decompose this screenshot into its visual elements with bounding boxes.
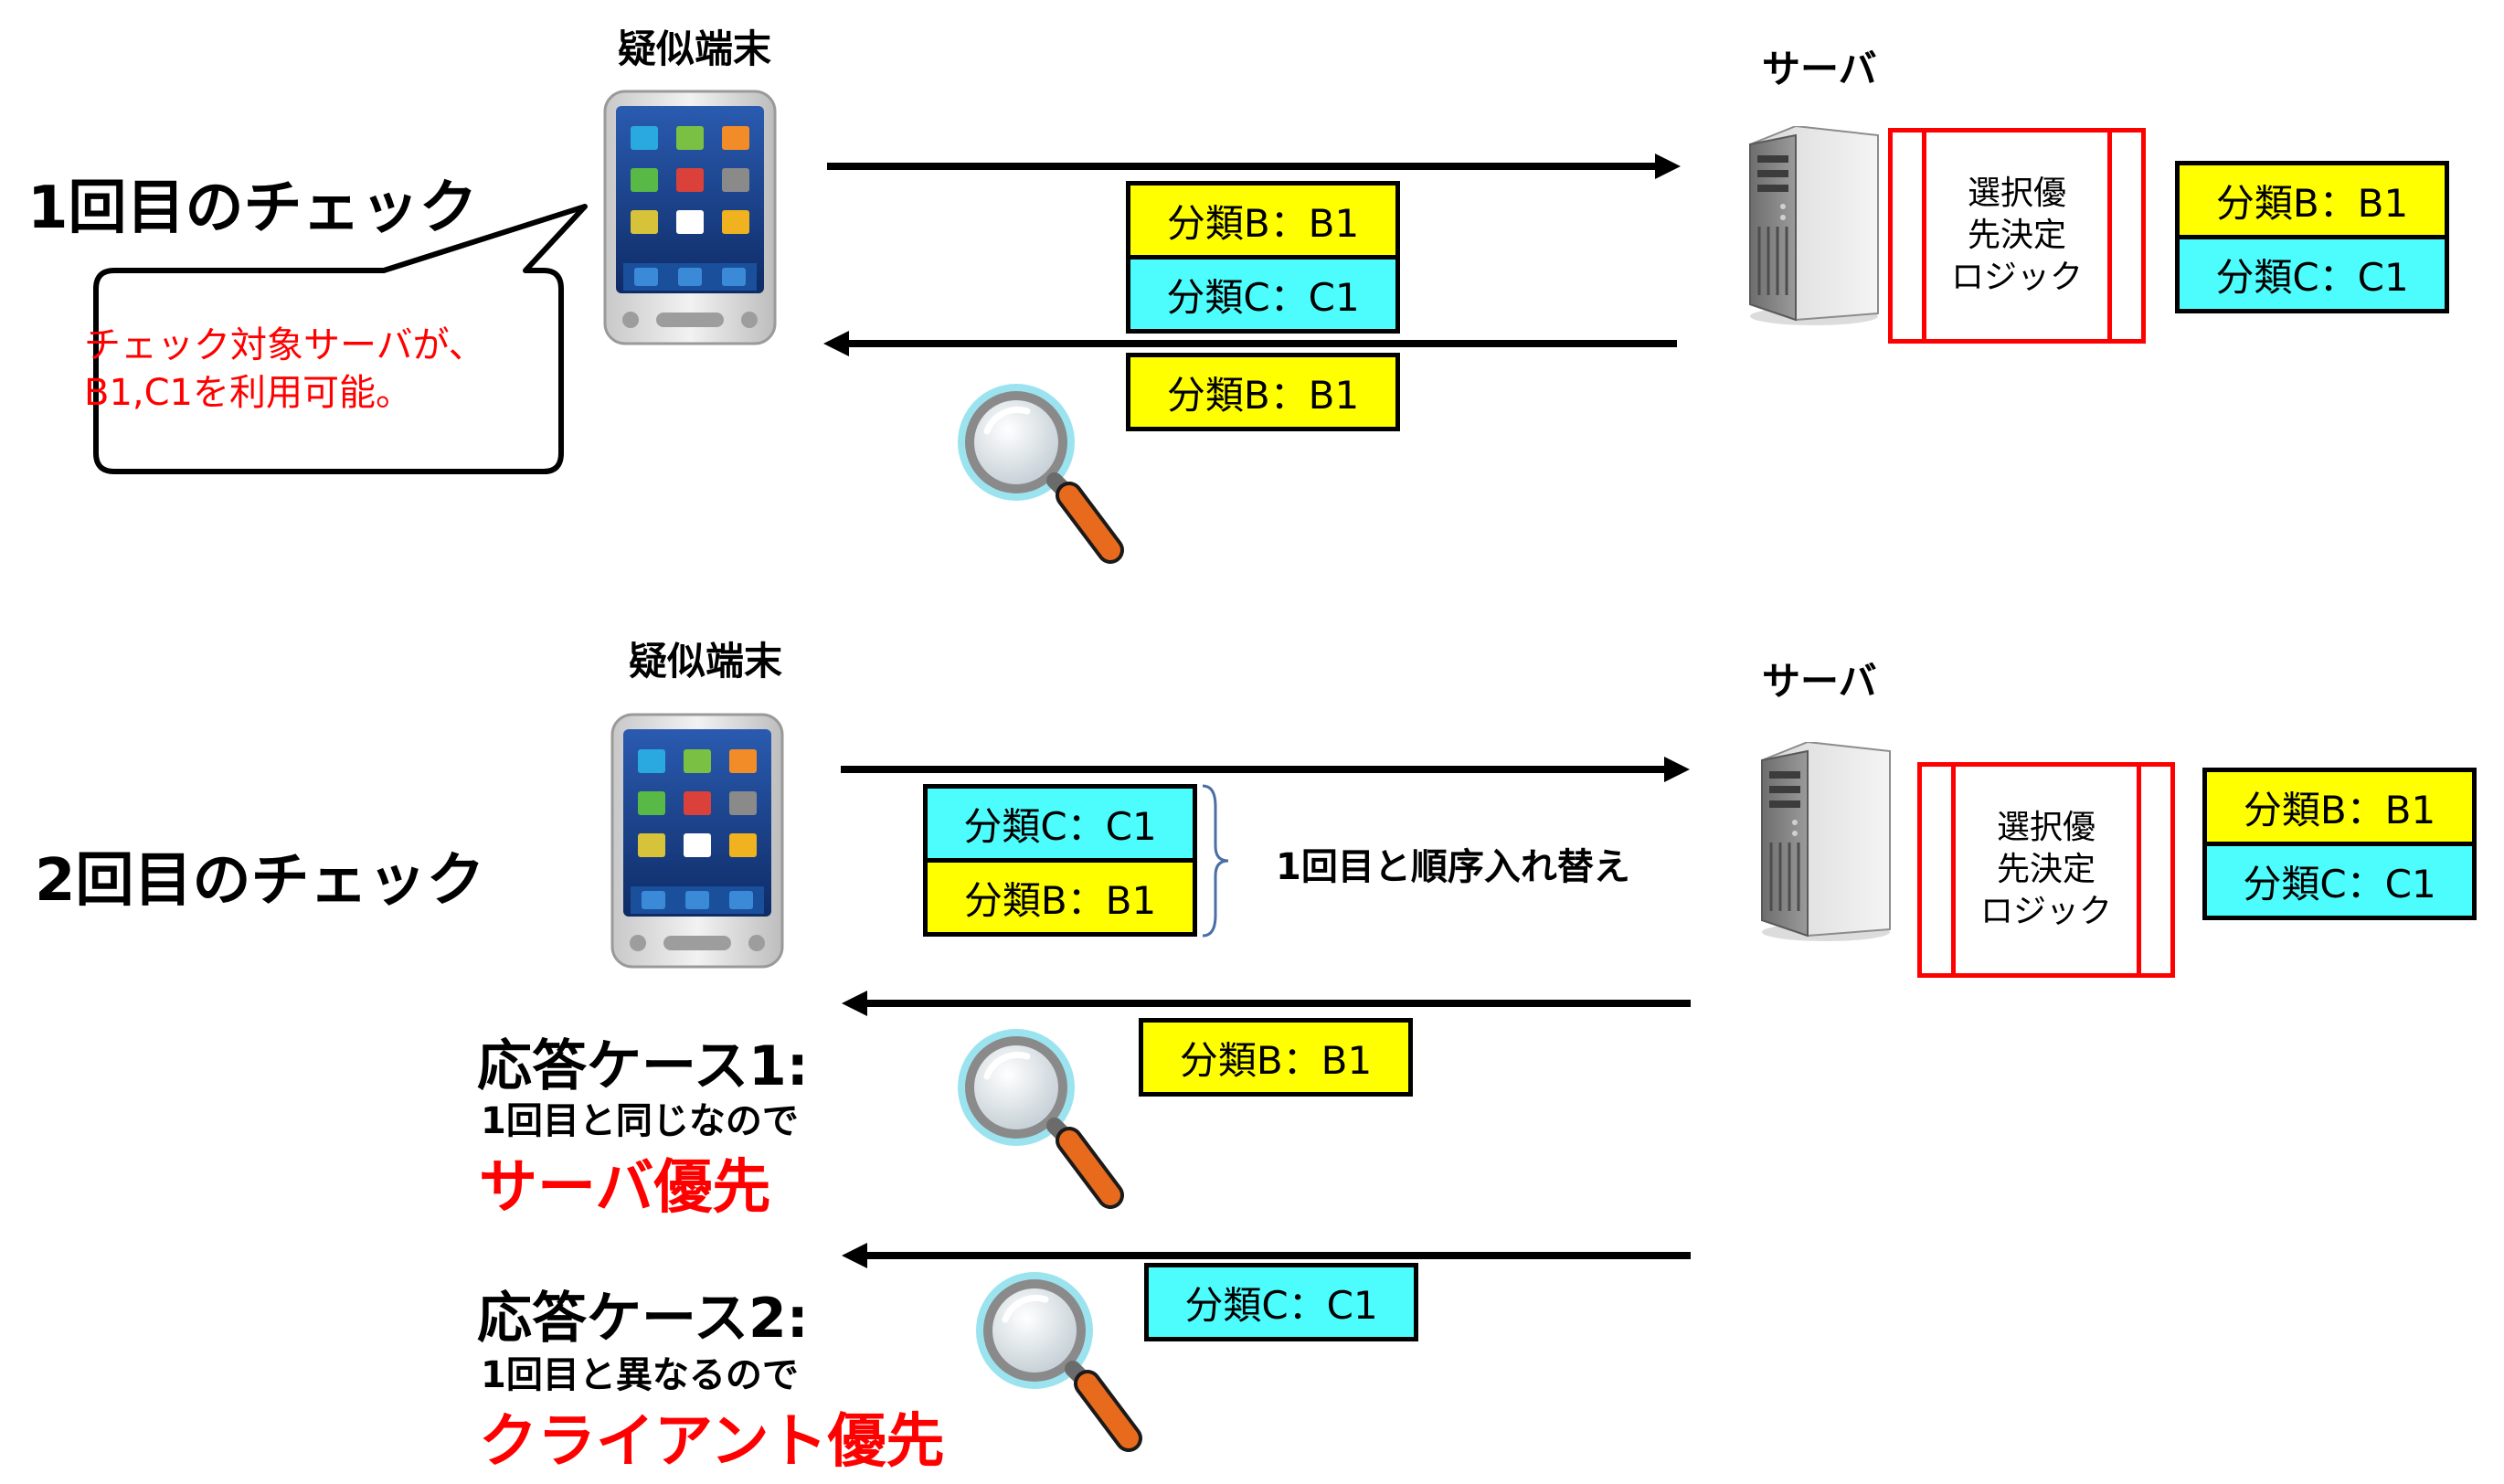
reorder-brace bbox=[1202, 784, 1229, 938]
case2-result: クライアント優先 bbox=[479, 1408, 945, 1476]
logic-line: 選択優 bbox=[1996, 809, 2096, 846]
logic-line: 選択優 bbox=[1967, 175, 2066, 212]
case1-description: 1回目と同じなので bbox=[481, 1100, 799, 1142]
response-item: 分類B：B1 bbox=[1126, 353, 1400, 431]
magnifier-icon bbox=[969, 1265, 1142, 1457]
reorder-note: 1回目と順序入れ替え bbox=[1276, 846, 1630, 888]
server-item: 分類B：B1 bbox=[2202, 768, 2477, 846]
request-item: 分類B：B1 bbox=[1126, 181, 1400, 260]
response-arrow bbox=[823, 331, 1677, 356]
server-item: 分類C：C1 bbox=[2175, 235, 2449, 313]
case2-description: 1回目と異なるので bbox=[481, 1354, 799, 1396]
smartphone-icon bbox=[610, 713, 784, 969]
selection-logic-box: 選択優 先決定 ロジック bbox=[1888, 128, 2146, 344]
check1-title: 1回目のチェック bbox=[27, 175, 478, 242]
response-arrow bbox=[842, 991, 1691, 1016]
server-tower-icon bbox=[1741, 126, 1887, 327]
speech-callout bbox=[93, 204, 588, 474]
smartphone-icon bbox=[603, 90, 777, 345]
logic-line: ロジック bbox=[1979, 893, 2112, 930]
check1-device-label: 疑似端末 bbox=[618, 26, 772, 71]
logic-line: 先決定 bbox=[1996, 851, 2096, 888]
check1-server-label: サーバ bbox=[1762, 47, 1877, 91]
request-arrow bbox=[827, 154, 1681, 179]
logic-line: 先決定 bbox=[1967, 217, 2066, 254]
case2-heading: 応答ケース2: bbox=[477, 1287, 809, 1351]
magnifier-icon bbox=[950, 1022, 1124, 1214]
callout-line: チェック対象サーバが、 bbox=[84, 324, 485, 366]
magnifier-icon bbox=[950, 376, 1124, 568]
request-item: 分類C：C1 bbox=[923, 784, 1197, 863]
response-arrow bbox=[842, 1243, 1691, 1268]
server-item: 分類C：C1 bbox=[2202, 842, 2477, 920]
server-tower-icon bbox=[1753, 742, 1899, 943]
callout-text: チェック対象サーバが、 B1,C1を利用可能。 bbox=[84, 322, 485, 417]
logic-line: ロジック bbox=[1950, 259, 2083, 296]
request-item: 分類B：B1 bbox=[923, 858, 1197, 937]
response-item: 分類C：C1 bbox=[1144, 1263, 1418, 1341]
callout-line: B1,C1を利用可能。 bbox=[84, 372, 412, 414]
check2-server-label: サーバ bbox=[1762, 659, 1877, 704]
check2-device-label: 疑似端末 bbox=[629, 639, 783, 684]
request-arrow bbox=[841, 757, 1690, 782]
case1-heading: 応答ケース1: bbox=[477, 1034, 809, 1098]
request-item: 分類C：C1 bbox=[1126, 255, 1400, 334]
server-item: 分類B：B1 bbox=[2175, 161, 2449, 239]
selection-logic-box: 選択優 先決定 ロジック bbox=[1917, 762, 2175, 978]
response-item: 分類B：B1 bbox=[1139, 1018, 1413, 1097]
case1-result: サーバ優先 bbox=[479, 1154, 771, 1222]
check2-title: 2回目のチェック bbox=[35, 847, 485, 915]
